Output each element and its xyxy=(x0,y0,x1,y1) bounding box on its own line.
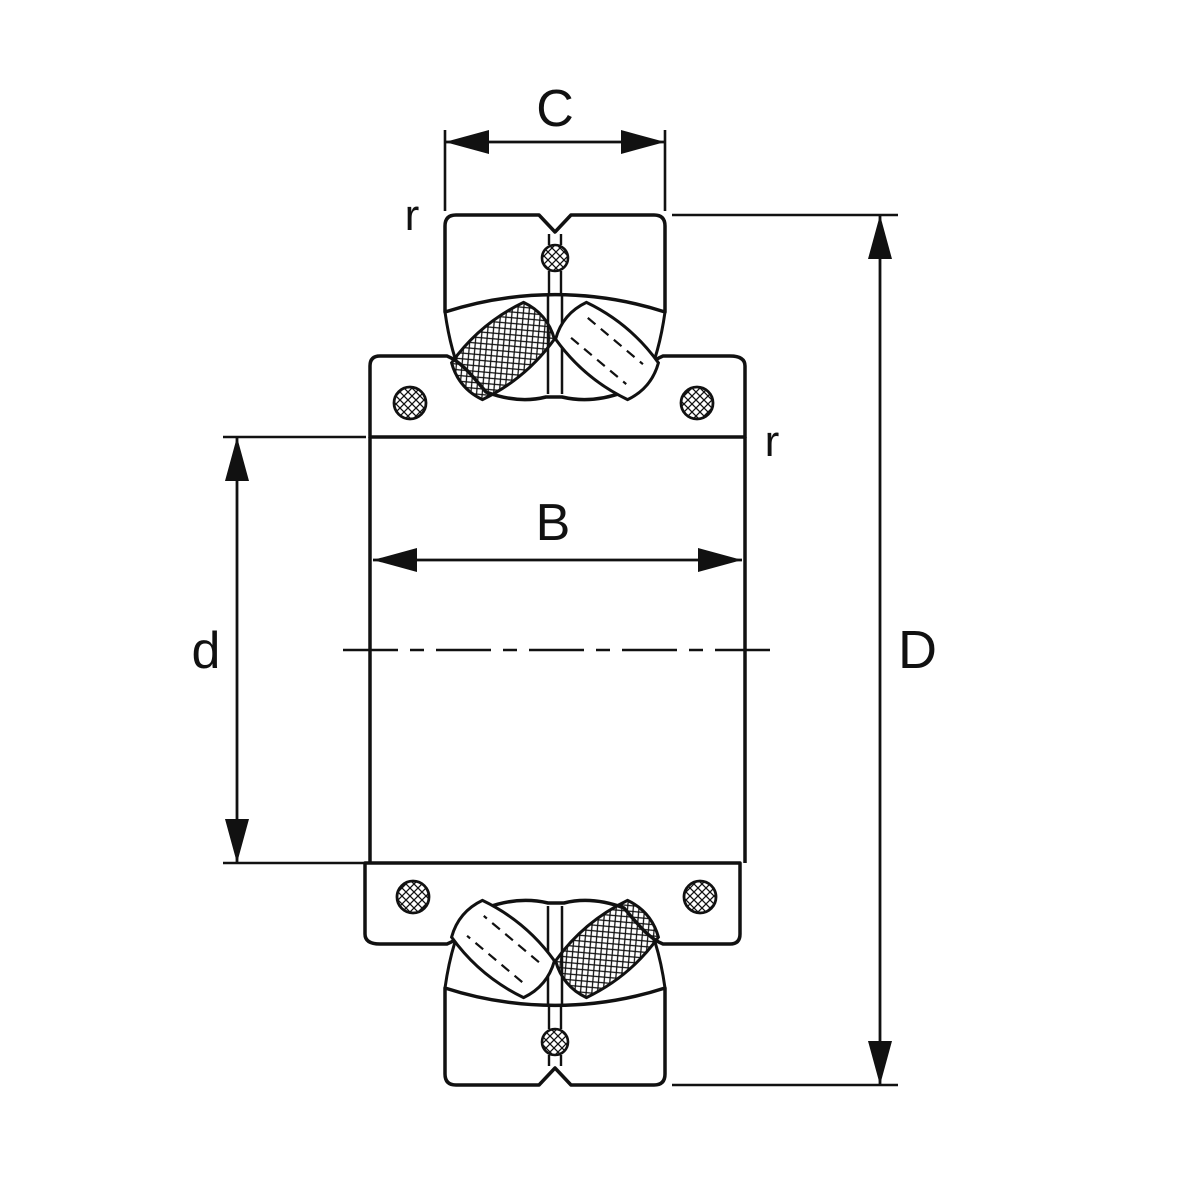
arrowhead-down-icon xyxy=(225,819,249,863)
arrowhead-right-icon xyxy=(698,548,742,572)
dimension-c: C xyxy=(443,80,667,211)
label-d-outer: D xyxy=(898,620,937,680)
arrowhead-right-icon xyxy=(621,130,665,154)
label-c: C xyxy=(536,80,574,138)
dimension-b: B xyxy=(373,494,742,572)
label-b: B xyxy=(536,494,571,552)
arrowhead-left-icon xyxy=(373,548,417,572)
arrowhead-up-icon xyxy=(225,437,249,481)
dimension-d-outer: D xyxy=(672,213,937,1087)
arrowhead-down-icon xyxy=(868,1041,892,1085)
label-d-bore: d xyxy=(192,622,221,680)
label-r-side: r xyxy=(765,417,780,466)
label-r-top: r xyxy=(405,191,420,240)
dimension-d-bore: d xyxy=(192,435,366,865)
arrowhead-left-icon xyxy=(445,130,489,154)
arrowhead-up-icon xyxy=(868,215,892,259)
